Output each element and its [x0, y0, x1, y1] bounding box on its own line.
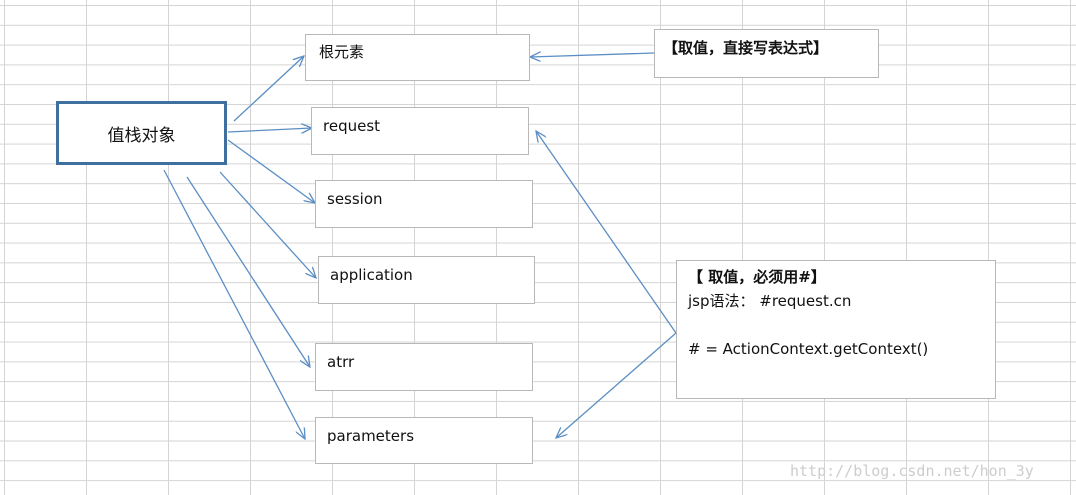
arrow-note-to-request	[536, 131, 677, 334]
note-hash-spacer	[688, 313, 995, 337]
value-stack-label: 值栈对象	[107, 125, 176, 146]
root-node: 根元素	[305, 34, 530, 81]
attr-node-label: atrr	[327, 353, 355, 371]
value-stack-box: 值栈对象	[56, 101, 227, 165]
session-node: session	[315, 180, 533, 228]
arrow-note-to-parameters	[556, 332, 677, 438]
root-node-label: 根元素	[319, 43, 365, 61]
request-node: request	[311, 107, 529, 155]
parameters-node: parameters	[315, 417, 533, 464]
arrow-to-application	[219, 171, 316, 278]
note-root-text: 【取值，直接写表达式】	[663, 39, 829, 57]
arrow-note-to-root	[530, 53, 655, 57]
application-node-label: application	[330, 266, 413, 284]
application-node: application	[318, 256, 535, 304]
arrow-to-root	[233, 56, 304, 122]
session-node-label: session	[327, 190, 383, 208]
arrow-to-request	[227, 128, 312, 132]
parameters-node-label: parameters	[327, 427, 415, 445]
request-node-label: request	[323, 117, 381, 135]
arrow-to-parameters	[163, 169, 305, 439]
arrow-to-session	[227, 139, 315, 203]
note-hash-line1: jsp语法： #request.cn	[688, 292, 852, 310]
note-hash-syntax: 【 取值，必须用#】 jsp语法： #request.cn # = Action…	[676, 260, 996, 399]
arrow-to-attr	[186, 176, 310, 367]
note-hash-title: 【 取值，必须用#】	[688, 268, 826, 286]
note-root-value: 【取值，直接写表达式】	[654, 29, 879, 78]
attr-node: atrr	[315, 343, 533, 391]
watermark: http://blog.csdn.net/hon_3y	[790, 462, 1034, 480]
note-hash-line2: # = ActionContext.getContext()	[688, 340, 929, 358]
